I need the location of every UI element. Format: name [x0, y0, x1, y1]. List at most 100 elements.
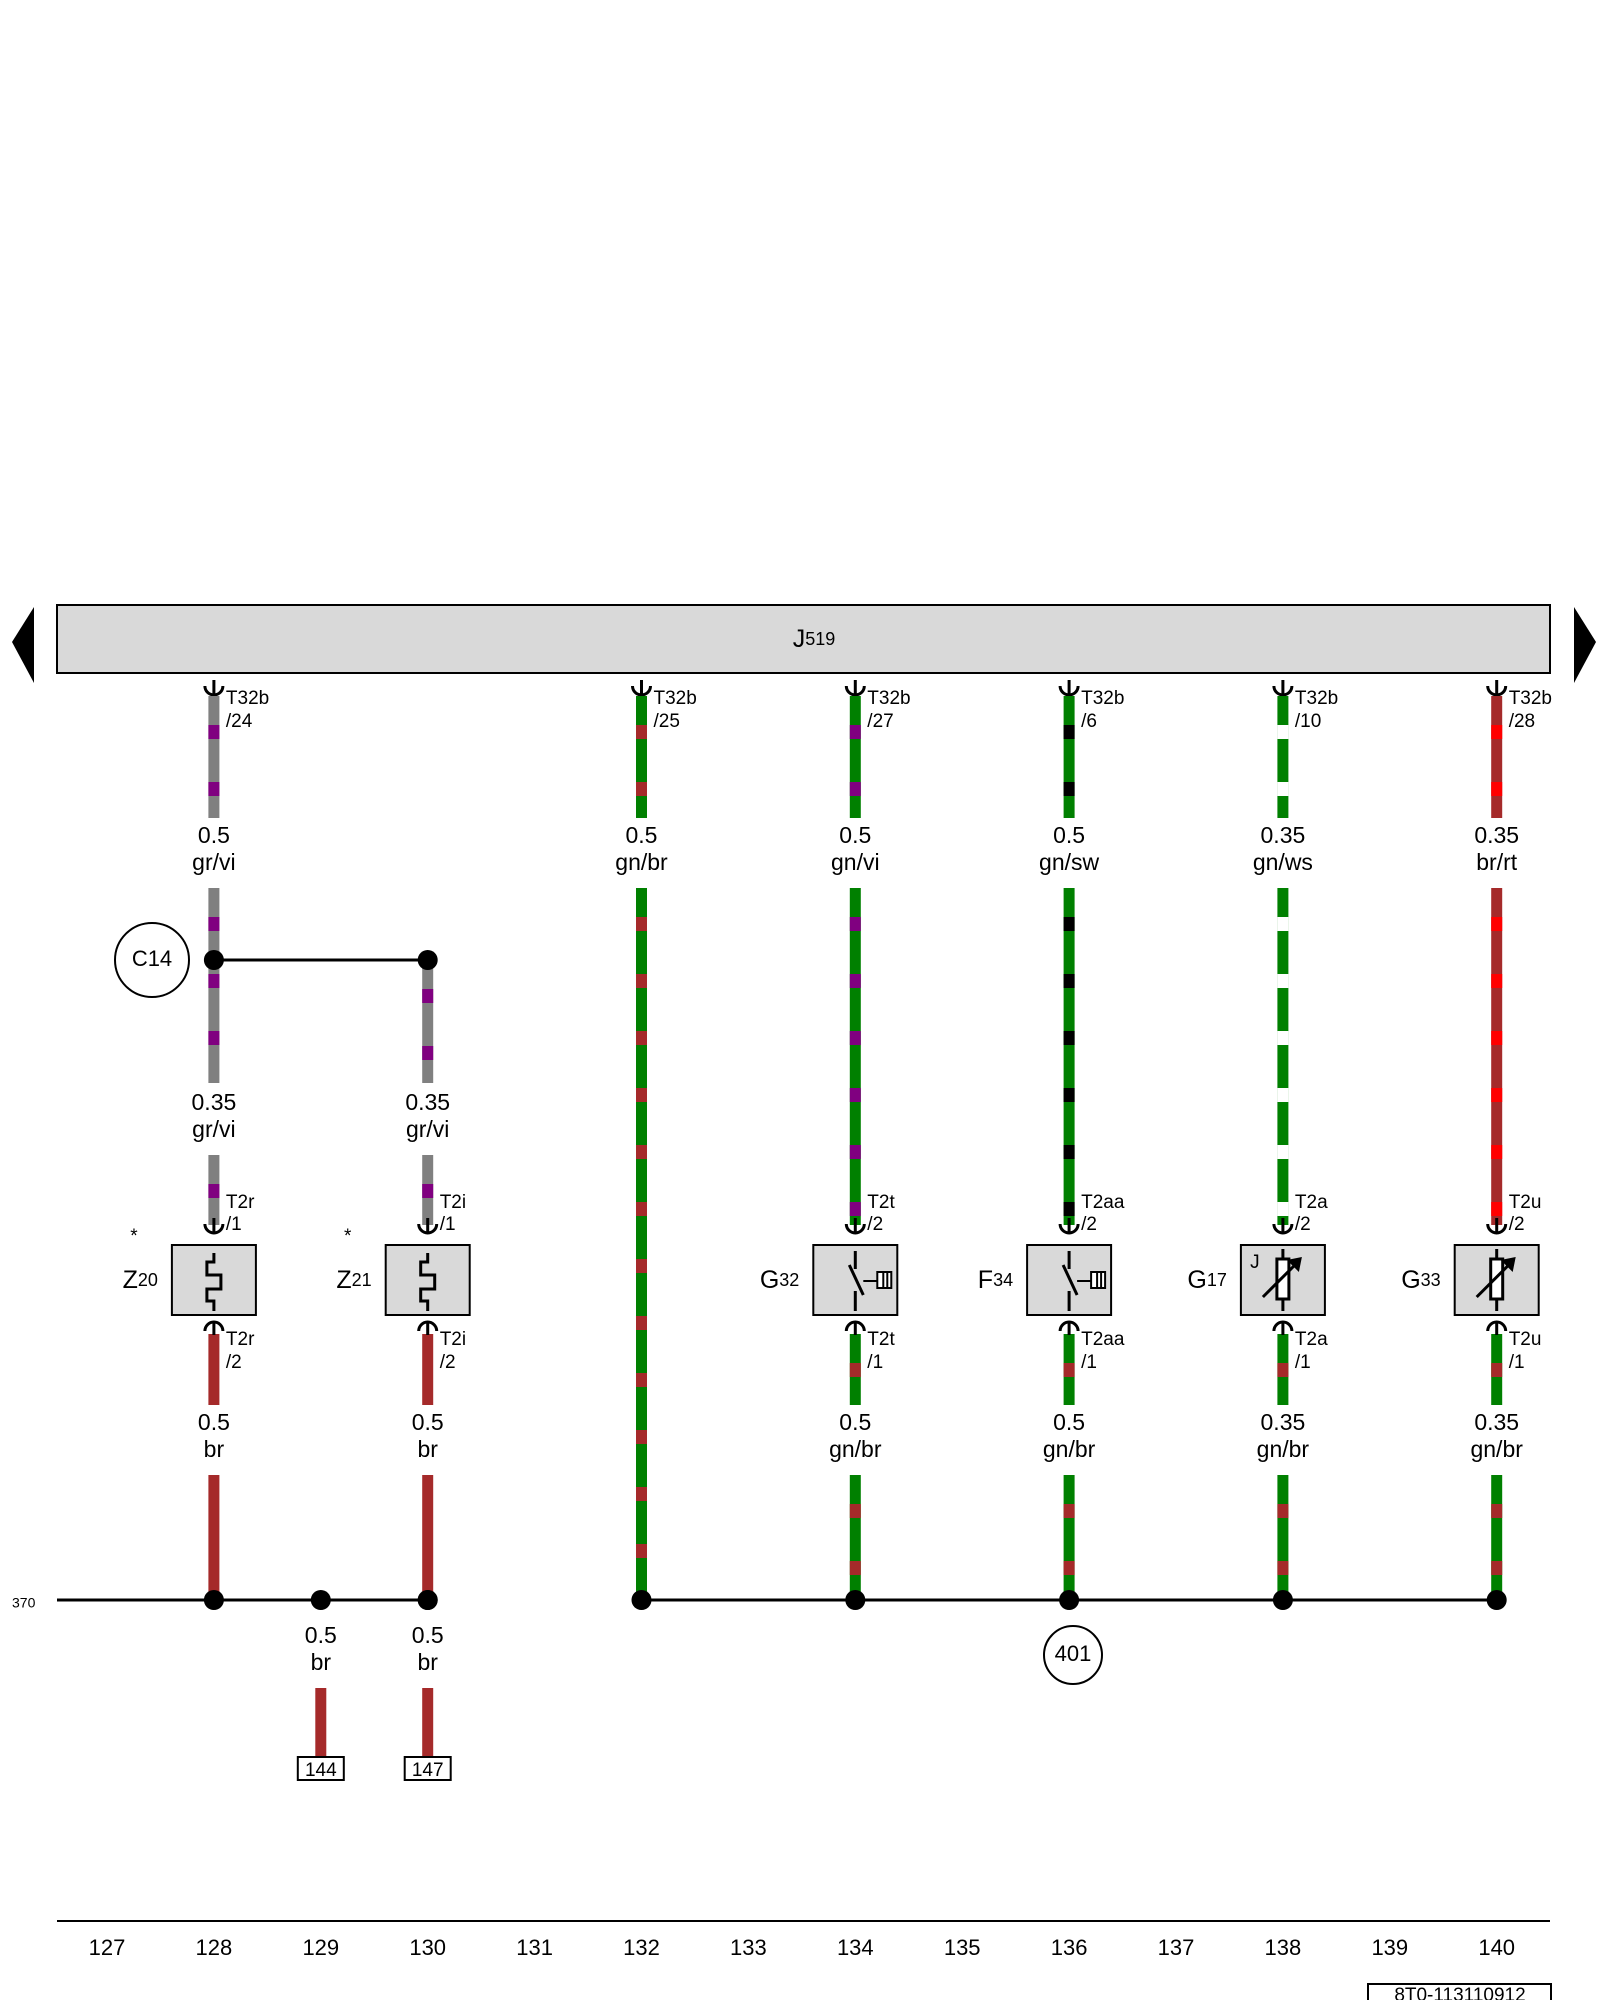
- component-pin-connector: T2r: [226, 1192, 255, 1213]
- wire-size: 0.5: [839, 1409, 871, 1435]
- component-pin-connector: T2aa: [1081, 1329, 1125, 1350]
- connector-plug-top: [844, 685, 866, 697]
- branch-wire-size: 0.35: [405, 1089, 450, 1115]
- wire-color: gn/br: [1470, 1436, 1523, 1462]
- thermistor-mark: J: [1250, 1252, 1260, 1273]
- branch-wire-color: gr/vi: [406, 1116, 449, 1142]
- component-pin-connector: T2a: [1295, 1329, 1328, 1350]
- component-pin-connector: T2i: [440, 1192, 466, 1213]
- bus-splice-dot: [310, 1590, 331, 1610]
- wire-color: gn/br: [1257, 1436, 1310, 1462]
- thermistor-arrow: [1286, 1257, 1302, 1272]
- component-pin-connector: T2t: [867, 1192, 895, 1213]
- wire-color: gr/vi: [192, 849, 235, 875]
- ref-target-label[interactable]: 144: [305, 1760, 337, 1781]
- connector-pin: /28: [1509, 711, 1535, 732]
- component-pin-number: /2: [1509, 1214, 1525, 1235]
- connector-plug-top: [1272, 685, 1294, 697]
- column-number: 131: [516, 1935, 553, 1960]
- ground-splice-dot: [845, 1590, 866, 1610]
- connector-label: T32b: [1295, 688, 1338, 709]
- column-number: 127: [89, 1935, 126, 1960]
- component-name: G17: [1187, 1266, 1226, 1294]
- component-number: 21: [352, 1270, 372, 1290]
- component-plug-top: [203, 1223, 225, 1235]
- component-name: Z21: [336, 1266, 371, 1294]
- switch-contact-icon: [1061, 1251, 1079, 1311]
- component-pin-number: /1: [440, 1214, 456, 1235]
- column-number: 140: [1478, 1935, 1515, 1960]
- component-plug-top: [417, 1223, 439, 1235]
- connector-plug-top: [1486, 685, 1508, 697]
- component-plug-top: [1486, 1223, 1508, 1235]
- component-pin-connector: T2aa: [1081, 1192, 1125, 1213]
- component-name: F34: [978, 1266, 1013, 1294]
- wire-size: 0.5: [198, 822, 230, 848]
- ground-splice-dot: [1272, 1590, 1293, 1610]
- wire-color: br/rt: [1476, 849, 1518, 875]
- splice-dot: [417, 950, 438, 970]
- wire-color: gn/sw: [1039, 849, 1099, 875]
- heater-element-icon: [419, 1253, 437, 1311]
- control-module-bar: [56, 604, 1551, 674]
- component-number: 32: [779, 1270, 799, 1290]
- branch-wire-size: 0.35: [192, 1089, 237, 1115]
- wire-color: gn/br: [829, 1436, 882, 1462]
- previous-page-arrow-icon[interactable]: [12, 607, 34, 683]
- junction-c14-label: C14: [132, 946, 172, 971]
- wire-size: 0.5: [839, 822, 871, 848]
- component-pin-connector: T2a: [1295, 1192, 1328, 1213]
- component-pin-number: /2: [440, 1352, 456, 1373]
- control-module-number: 519: [805, 629, 835, 649]
- wire-size: 0.35: [1261, 822, 1306, 848]
- component-star: *: [344, 1226, 352, 1247]
- control-module-label: J519: [793, 625, 836, 653]
- component-letter: F: [978, 1266, 993, 1294]
- component-pin-connector: T2r: [226, 1329, 255, 1350]
- component-pin-number: /1: [1081, 1352, 1097, 1373]
- wire-size: 0.5: [198, 1409, 230, 1435]
- component-pin-number: /1: [1509, 1352, 1525, 1373]
- component-name: G32: [760, 1266, 799, 1294]
- thermistor-slash: [1261, 1259, 1300, 1299]
- bus-splice-dot: [417, 1590, 438, 1610]
- component-pin-connector: T2t: [867, 1329, 895, 1350]
- ref-wire-color: br: [311, 1649, 332, 1675]
- ref-wire-size: 0.5: [412, 1622, 444, 1648]
- connector-plug-top: [1058, 685, 1080, 697]
- component-pin-number: /2: [867, 1214, 883, 1235]
- component-pin-connector: T2u: [1509, 1192, 1542, 1213]
- ref-target-box: [403, 1756, 452, 1781]
- column-number: 136: [1051, 1935, 1088, 1960]
- wire-size: 0.5: [1053, 1409, 1085, 1435]
- component-letter: G: [1187, 1266, 1206, 1294]
- column-number: 132: [623, 1935, 660, 1960]
- wire-size: 0.35: [1474, 1409, 1519, 1435]
- wire-color: gn/br: [1043, 1436, 1096, 1462]
- component-number: 34: [993, 1270, 1013, 1290]
- connector-label: T32b: [654, 688, 697, 709]
- connector-plug-top: [631, 685, 652, 697]
- component-name: G33: [1401, 1266, 1440, 1294]
- component-pin-number: /2: [1295, 1214, 1311, 1235]
- ref-target-label[interactable]: 147: [412, 1760, 444, 1781]
- component-plug-top: [1272, 1223, 1294, 1235]
- wire-size: 0.35: [1474, 822, 1519, 848]
- splice-dot: [203, 950, 224, 970]
- wire-color: gn/vi: [831, 849, 880, 875]
- component-pin-connector: T2u: [1509, 1329, 1542, 1350]
- component-pin-number: /1: [226, 1214, 242, 1235]
- column-number: 133: [730, 1935, 767, 1960]
- components-layer: T2r/1Z20*T2r/20.5brT2i/1Z21*T2i/20.5brT2…: [123, 1192, 1542, 1781]
- ground-junction-label: 401: [1055, 1641, 1092, 1666]
- next-page-arrow-icon[interactable]: [1574, 607, 1596, 683]
- connector-pin: /10: [1295, 711, 1321, 732]
- component-pin-connector: T2i: [440, 1329, 466, 1350]
- connector-label: T32b: [867, 688, 910, 709]
- component-pin-number: /2: [1081, 1214, 1097, 1235]
- wire-size: 0.5: [1053, 822, 1085, 848]
- wire-color: br: [204, 1436, 225, 1462]
- row-ref-label: 370: [12, 1595, 36, 1611]
- switch-contact-icon: [847, 1251, 865, 1311]
